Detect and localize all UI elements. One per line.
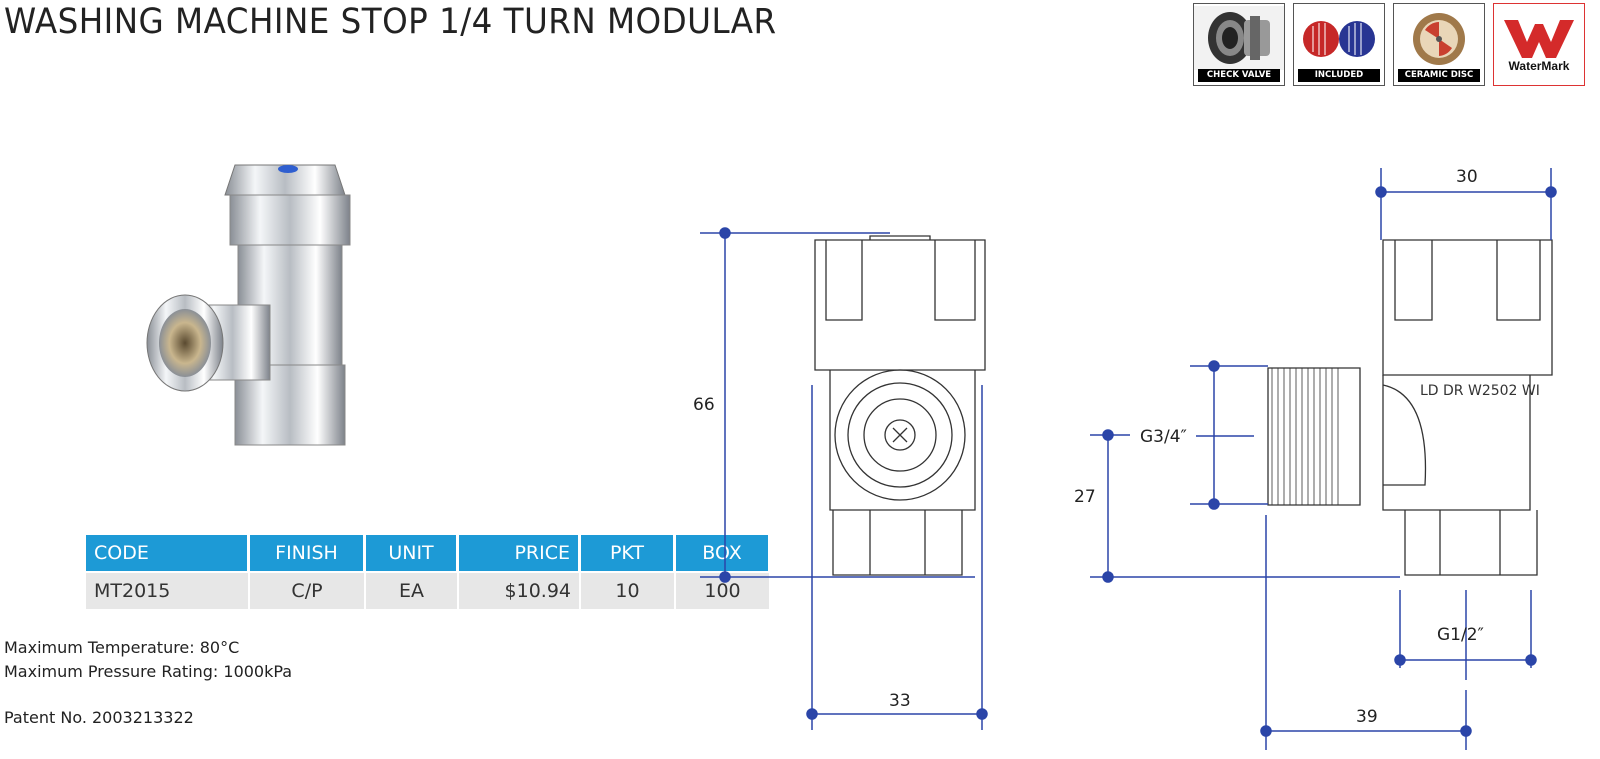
max-pressure: Maximum Pressure Rating: 1000kPa bbox=[4, 662, 293, 681]
cell-price: $10.94 bbox=[459, 571, 579, 609]
badge-ceramic-disc: CERAMIC DISC bbox=[1393, 3, 1485, 86]
dim-inlet-thread: G3/4″ bbox=[1140, 427, 1187, 447]
dim-outlet-thread: G1/2″ bbox=[1437, 625, 1484, 645]
body-marking: LD DR W2502 WI bbox=[1420, 383, 1540, 399]
dim-front-height: 66 bbox=[693, 395, 715, 415]
cell-pkt: 10 bbox=[581, 571, 674, 609]
col-price: PRICE bbox=[459, 535, 579, 571]
product-photo bbox=[146, 164, 351, 446]
cell-unit: EA bbox=[366, 571, 457, 609]
check-valve-icon bbox=[1194, 6, 1284, 70]
badge-label: CERAMIC DISC bbox=[1398, 69, 1480, 82]
patent-number: Patent No. 2003213322 bbox=[4, 708, 194, 727]
cell-finish: C/P bbox=[250, 571, 364, 609]
cell-code: MT2015 bbox=[86, 571, 248, 609]
badge-included: INCLUDED bbox=[1293, 3, 1385, 86]
badge-check-valve: CHECK VALVE bbox=[1193, 3, 1285, 86]
dim-front-width: 33 bbox=[889, 691, 911, 711]
watermark-label: WaterMark bbox=[1508, 59, 1570, 73]
dim-side-total-width: 39 bbox=[1356, 707, 1378, 727]
hot-cold-caps-icon bbox=[1303, 21, 1375, 57]
badge-watermark: WaterMark bbox=[1493, 3, 1585, 86]
front-view bbox=[814, 235, 986, 576]
watermark-logo-icon bbox=[1504, 20, 1574, 58]
ceramic-disc-icon bbox=[1413, 13, 1465, 65]
col-unit: UNIT bbox=[366, 535, 457, 571]
col-pkt: PKT bbox=[581, 535, 674, 571]
col-box: BOX bbox=[676, 535, 769, 571]
dim-inlet-height: 27 bbox=[1074, 487, 1096, 507]
badge-label: INCLUDED bbox=[1298, 69, 1380, 82]
dimension-lines bbox=[700, 168, 1557, 750]
col-finish: FINISH bbox=[250, 535, 364, 571]
col-code: CODE bbox=[86, 535, 248, 571]
side-view bbox=[1267, 239, 1553, 576]
product-notes: Maximum Temperature: 80°C Maximum Pressu… bbox=[4, 636, 292, 730]
table-header-row: CODE FINISH UNIT PRICE PKT BOX bbox=[86, 535, 769, 571]
badge-label: CHECK VALVE bbox=[1198, 69, 1280, 82]
feature-badges: CHECK VALVE INCLUDED CERAMIC DISC WaterM… bbox=[1193, 3, 1585, 86]
dim-side-top-width: 30 bbox=[1456, 167, 1478, 187]
max-temperature: Maximum Temperature: 80°C bbox=[4, 638, 240, 657]
page-title: WASHING MACHINE STOP 1/4 TURN MODULAR bbox=[4, 2, 777, 42]
